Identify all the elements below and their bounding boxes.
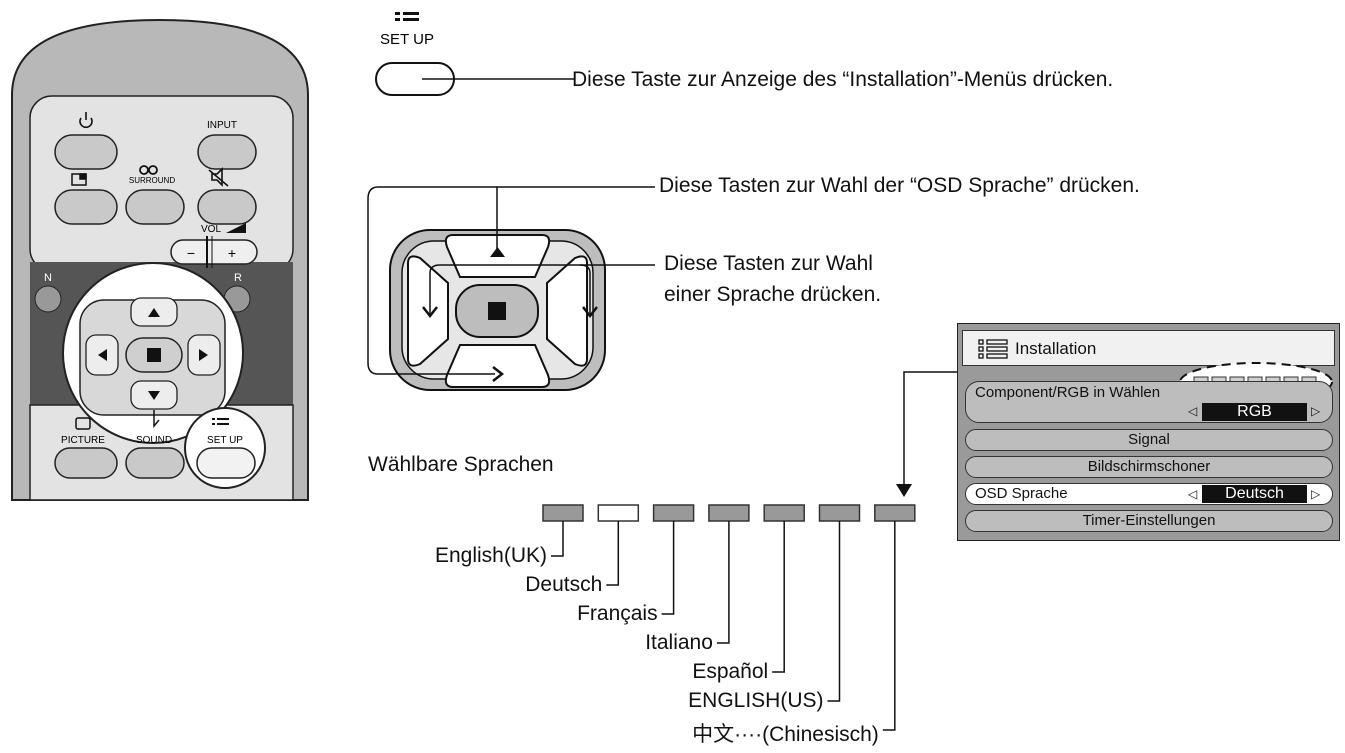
arrow-left-icon <box>98 349 107 361</box>
language-label-1: Deutsch <box>525 573 603 596</box>
picture-icon <box>75 417 91 430</box>
language-box-1 <box>597 504 640 522</box>
n-label: N <box>44 272 52 284</box>
pad-right-button[interactable] <box>546 255 588 367</box>
arrow-down-icon <box>148 391 160 400</box>
power-button[interactable] <box>54 134 118 170</box>
language-label-4: Español <box>692 660 769 683</box>
arrow-up-icon <box>148 308 160 317</box>
osd-item-screensaver[interactable]: Bildschirmschoner <box>965 456 1333 478</box>
setup-diagram: SET UP <box>375 12 575 96</box>
music-note-icon <box>153 410 160 429</box>
picture-label: PICTURE <box>61 435 105 446</box>
setup-description: Diese Taste zur Anzeige des “Installatio… <box>572 68 1114 91</box>
osd-installation-menu: Installation Component/RGB in Wählen ◁ R… <box>957 323 1340 541</box>
leftright-bracket <box>429 264 591 315</box>
vol-plus: + <box>228 245 236 261</box>
osd-item-osd-sprache-label: OSD Sprache <box>975 485 1068 502</box>
mute-icon <box>208 167 229 187</box>
power-icon <box>79 112 93 129</box>
surround-button[interactable] <box>125 189 185 225</box>
updown-description: Diese Tasten zur Wahl der “OSD Sprache” … <box>659 174 1140 197</box>
language-connector-5 <box>827 521 841 702</box>
language-box-6 <box>874 504 916 522</box>
vol-minus: − <box>187 245 195 261</box>
input-label: INPUT <box>207 120 237 131</box>
menu-icon <box>212 418 229 425</box>
language-label-5: ENGLISH(US) <box>688 689 824 712</box>
mute-button[interactable] <box>197 189 257 225</box>
pad-left-button[interactable] <box>407 255 449 367</box>
pointer-arrow-head <box>896 484 912 497</box>
installation-menu-icon <box>978 339 1008 359</box>
volume-icon <box>226 223 246 233</box>
osd-title: Installation <box>1015 339 1097 358</box>
languages-heading: Wählbare Sprachen <box>368 453 554 476</box>
osd-rgb-left-arrow-icon: ◁ <box>1188 404 1198 418</box>
osd-title-bar: Installation <box>962 330 1335 366</box>
leftright-description-2: einer Sprache drücken. <box>664 283 882 306</box>
cursor-pad-diagram <box>367 186 655 391</box>
language-connector-0 <box>551 521 564 557</box>
r-label: R <box>234 272 242 284</box>
language-connector-4 <box>772 521 785 673</box>
language-box-5 <box>818 504 861 522</box>
vol-label: VOL <box>201 224 221 235</box>
leftright-description-1: Diese Tasten zur Wahl <box>664 252 873 275</box>
arrow-right-icon <box>199 349 208 361</box>
down-arrow-icon <box>492 366 505 382</box>
osd-lang-right-arrow-icon: ▷ <box>1311 487 1321 501</box>
language-label-3: Italiano <box>645 631 713 654</box>
osd-item-component-rgb-label: Component/RGB in Wählen <box>975 384 1161 401</box>
pad-down-button[interactable] <box>444 344 551 388</box>
input-button[interactable] <box>197 134 257 170</box>
sound-label: SOUND <box>136 435 172 446</box>
language-box-0 <box>542 504 584 522</box>
left-arrow-icon <box>422 306 438 319</box>
language-label-2: Français <box>577 602 658 625</box>
picture-button[interactable] <box>54 447 118 479</box>
aspect-icon <box>71 173 87 186</box>
surround-label: SURROUND <box>129 176 175 185</box>
osd-item-osd-sprache[interactable]: OSD Sprache ◁ Deutsch ▷ <box>965 483 1333 505</box>
language-box-4 <box>763 504 805 522</box>
vol-button[interactable] <box>170 236 258 268</box>
language-label-6: 中文····(Chinesisch) <box>692 723 879 746</box>
language-connector-1 <box>606 521 620 586</box>
setup-menu-icon <box>395 12 419 21</box>
remote-control: INPUT SURROUND VOL − + N R <box>11 18 309 501</box>
language-connector-6 <box>882 521 896 731</box>
osd-item-timer[interactable]: Timer-Einstellungen <box>965 510 1333 532</box>
right-arrow-icon <box>582 306 598 319</box>
sound-button[interactable] <box>125 447 185 479</box>
osd-lang-left-arrow-icon: ◁ <box>1188 487 1198 501</box>
language-label-0: English(UK) <box>434 544 547 567</box>
osd-item-signal[interactable]: Signal <box>965 429 1333 451</box>
osd-rgb-right-arrow-icon: ▷ <box>1311 404 1321 418</box>
surround-icon <box>139 165 158 175</box>
osd-item-osd-sprache-value: Deutsch <box>1202 485 1307 503</box>
language-connector-3 <box>716 521 730 644</box>
language-box-2 <box>652 504 695 522</box>
pad-action-icon <box>488 302 506 320</box>
aspect-button[interactable] <box>54 189 118 225</box>
remote-setup-button[interactable] <box>196 447 256 479</box>
language-connector-2 <box>661 521 675 615</box>
action-icon <box>147 348 161 362</box>
language-box-3 <box>708 504 750 522</box>
osd-item-component-rgb-value: RGB <box>1202 403 1307 421</box>
setup-label: SET UP <box>207 435 243 446</box>
n-button[interactable] <box>34 285 62 313</box>
osd-item-component-rgb[interactable]: Component/RGB in Wählen ◁ RGB ▷ <box>965 381 1333 423</box>
setup-button-label: SET UP <box>380 31 434 48</box>
updown-bracket <box>367 186 497 375</box>
